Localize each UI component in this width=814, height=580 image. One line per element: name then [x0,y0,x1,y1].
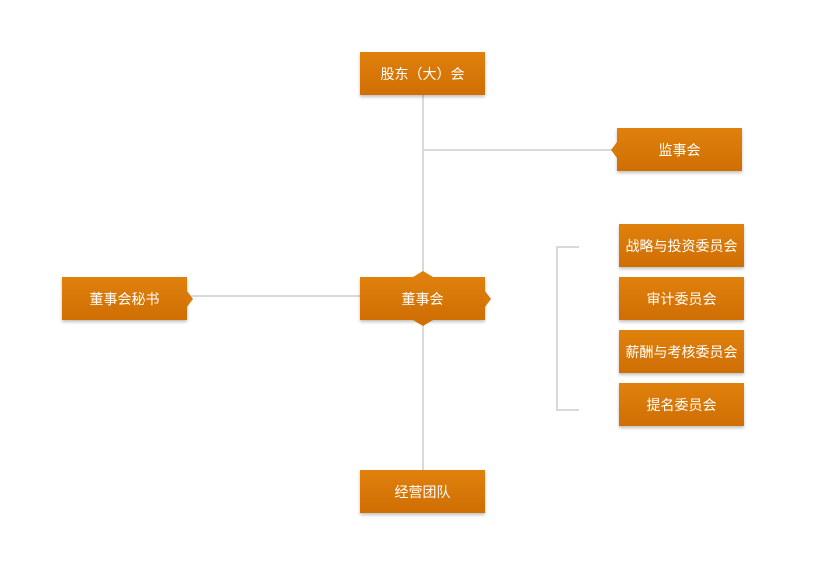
node-committee-remuneration: 薪酬与考核委员会 [619,330,744,373]
node-management-team: 经营团队 [360,470,485,513]
node-committee-audit: 审计委员会 [619,277,744,320]
node-committee-nomination: 提名委员会 [619,383,744,426]
node-board-pointer-bottom [412,320,433,326]
node-supervisory-board: 监事会 [611,128,742,171]
node-shareholders-label: 股东（大）会 [380,66,465,83]
node-committee-strategy: 战略与投资委员会 [619,224,744,267]
node-board-label: 董事会 [401,291,444,308]
node-board-secretary: 董事会秘书 [62,277,193,320]
node-secretary-pointer [187,290,193,307]
node-committee-label: 审计委员会 [646,291,717,308]
node-board: 董事会 [360,271,491,326]
node-secretary-label: 董事会秘书 [89,291,160,308]
node-committee-label: 薪酬与考核委员会 [625,344,738,361]
node-supervisory-label: 监事会 [658,142,701,159]
node-board-pointer-top [412,271,433,277]
committee-bracket [556,246,579,411]
node-board-pointer-right [485,290,491,307]
node-supervisory-pointer [611,141,617,158]
node-shareholders: 股东（大）会 [360,52,485,95]
node-management-label: 经营团队 [394,484,451,501]
node-committee-label: 提名委员会 [646,397,717,414]
node-committee-label: 战略与投资委员会 [625,238,738,255]
